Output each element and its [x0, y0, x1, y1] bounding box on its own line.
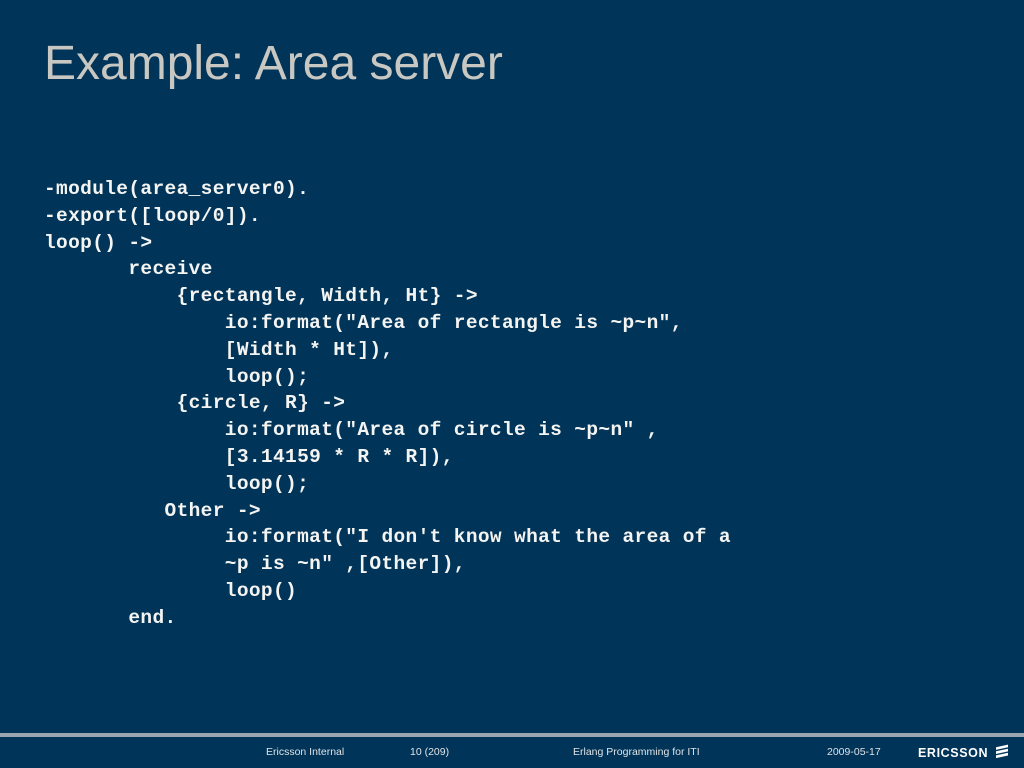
code-line: {rectangle, Width, Ht} ->	[44, 285, 478, 308]
code-line: -export([loop/0]).	[44, 204, 261, 227]
ericsson-wordmark: ERICSSON	[918, 745, 989, 760]
code-line: io:format("Area of circle is ~p~n" ,	[44, 419, 659, 442]
ericsson-stripes-icon	[994, 744, 1011, 761]
code-line: {circle, R} ->	[44, 392, 346, 415]
ericsson-logo: ERICSSON	[918, 744, 1011, 761]
code-line: receive	[44, 258, 213, 281]
code-line: io:format("Area of rectangle is ~p~n",	[44, 311, 683, 334]
code-line: [3.14159 * R * R]),	[44, 445, 454, 468]
code-line: -module(area_server0).	[44, 178, 310, 200]
code-line: io:format("I don't know what the area of…	[44, 526, 731, 549]
code-line: loop() ->	[44, 231, 153, 254]
code-line: [Width * Ht]),	[44, 338, 394, 361]
footer-date: 2009-05-17	[827, 746, 881, 758]
code-line: loop();	[44, 365, 310, 388]
footer-course-title: Erlang Programming for ITI	[573, 746, 700, 758]
footer: Ericsson Internal 10 (209) Erlang Progra…	[0, 737, 1024, 768]
footer-classification: Ericsson Internal	[266, 746, 345, 758]
page-title: Example: Area server	[44, 37, 503, 90]
code-line: end.	[44, 606, 177, 629]
code-line: loop();	[44, 472, 310, 495]
footer-divider	[0, 733, 1024, 737]
code-line: loop()	[44, 579, 298, 602]
code-block: -module(area_server0). -export([loop/0]).…	[44, 176, 984, 632]
code-line: ~p is ~n" ,[Other]),	[44, 553, 466, 576]
footer-page-number: 10 (209)	[410, 746, 450, 758]
code-line: Other ->	[44, 499, 261, 522]
